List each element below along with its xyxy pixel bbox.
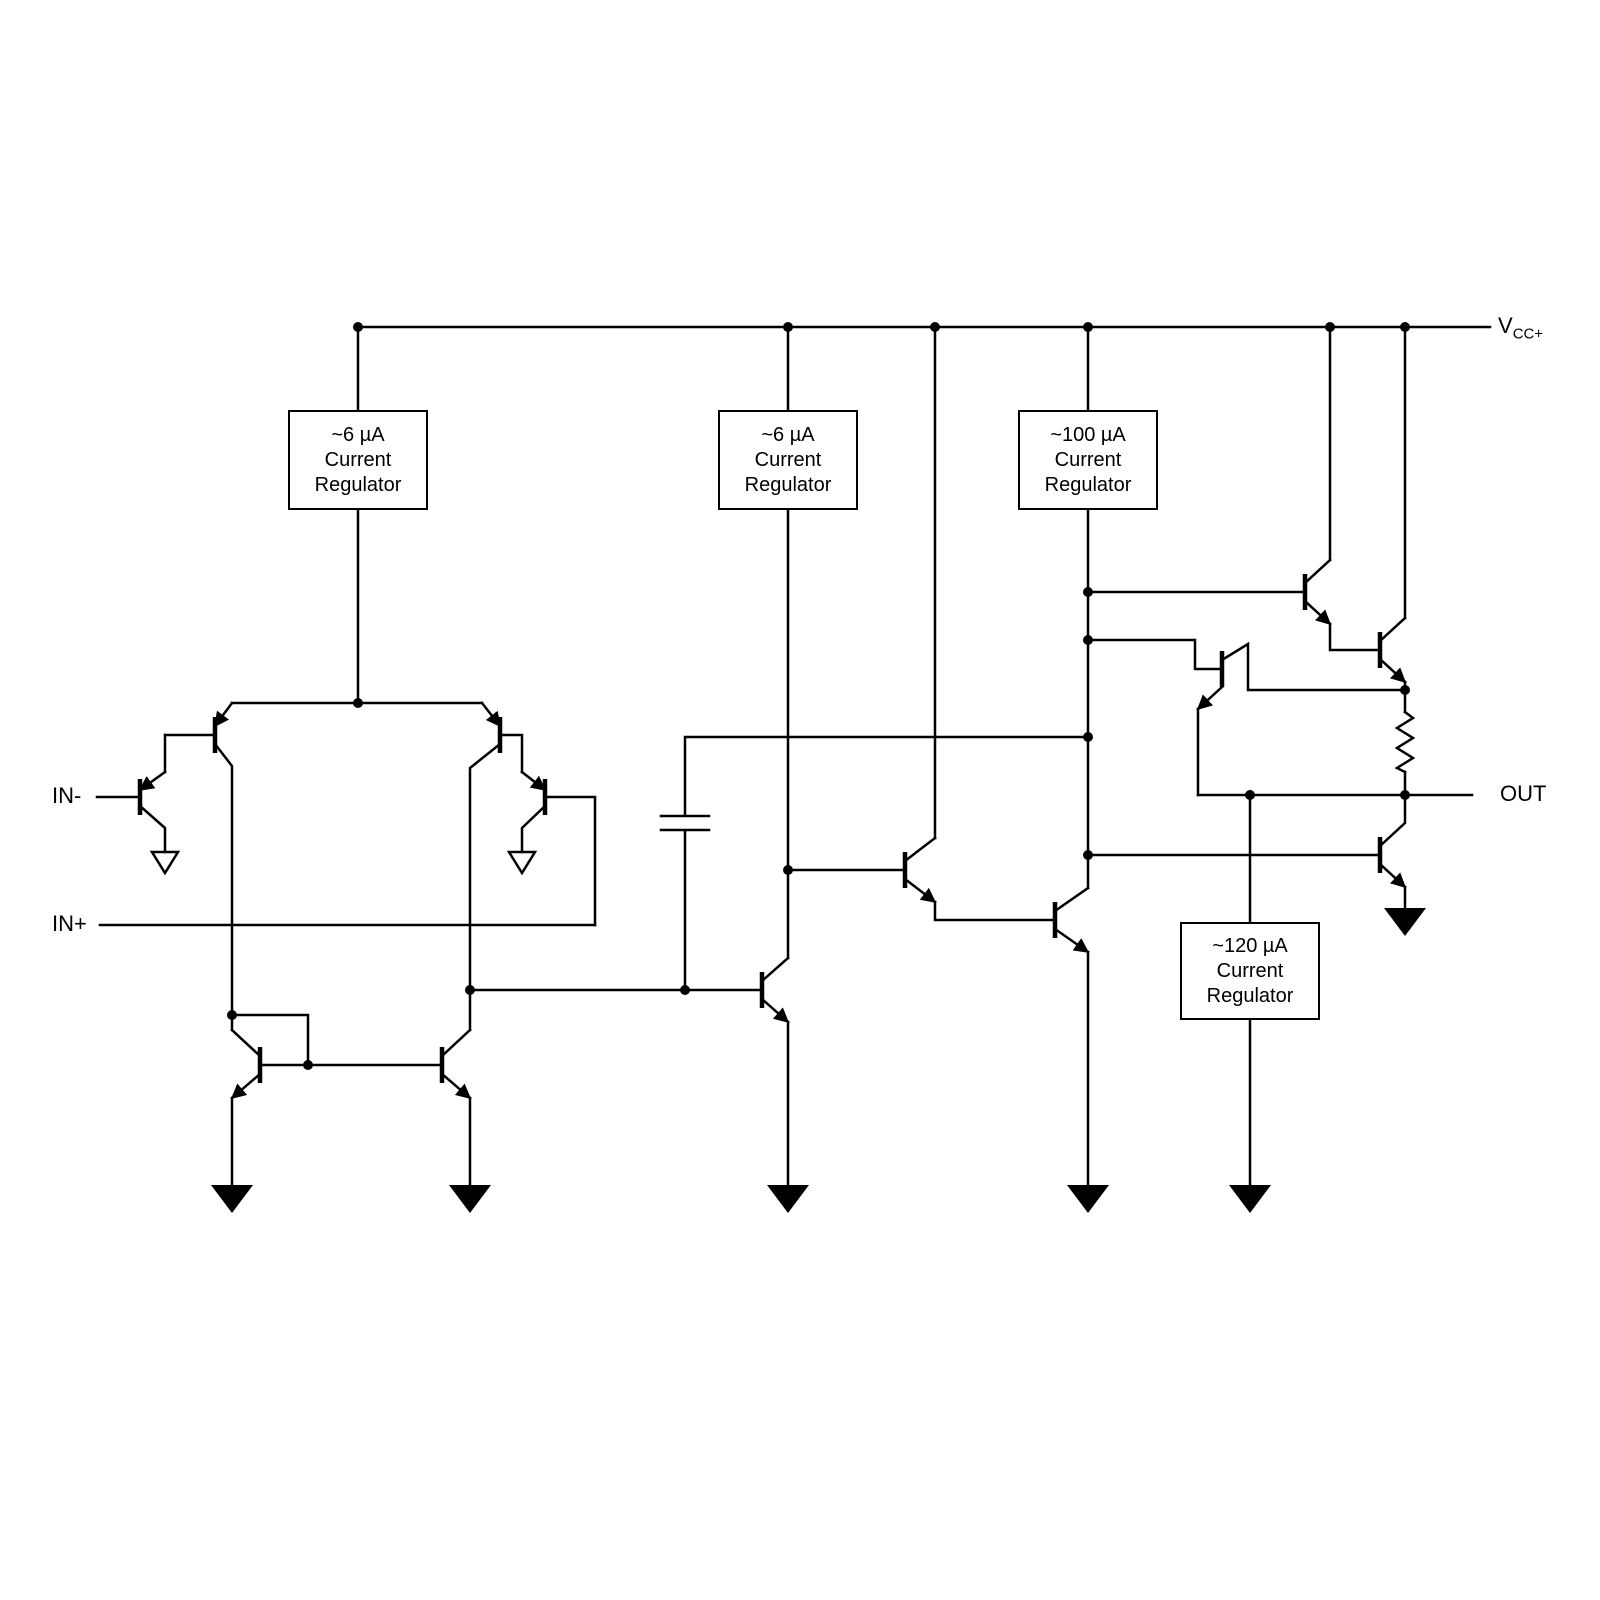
regulator-line: ~6 µA: [761, 423, 815, 446]
current-regulator-box-4: ~120 µA Current Regulator: [1180, 922, 1320, 1020]
regulator-line: Regulator: [314, 473, 402, 496]
open-ground-icon: [149, 850, 181, 876]
transistor-q7-npn: [1302, 558, 1382, 652]
junction-dots: [227, 322, 1410, 1070]
vcc-label-main: V: [1498, 313, 1513, 338]
regulator-line: Current: [1054, 448, 1122, 471]
current-mirror: [230, 1013, 472, 1187]
vcc-rail: [356, 325, 1492, 840]
transistor-q6-npn: [439, 1028, 472, 1187]
ground-arrows: [211, 908, 1426, 1213]
output-stage: [1086, 558, 1474, 910]
transistor-t4-npn: [759, 956, 790, 1187]
vcc-label: VCC+: [1498, 313, 1543, 342]
regulator-line: Regulator: [1044, 473, 1132, 496]
transistor-q9: [1196, 641, 1407, 797]
regulator-leads: [356, 508, 1252, 1187]
transistor-q2-pnp-in-plus: [506, 770, 597, 927]
transistor-q10-npn-output: [1377, 793, 1407, 910]
ground-arrow-icon: [1229, 1185, 1271, 1213]
transistor-q4-pnp: [468, 701, 524, 1032]
ground-arrow-icon: [1384, 908, 1426, 936]
compensation-capacitor: [659, 735, 1090, 992]
regulator-line: Current: [754, 448, 822, 471]
transistor-t5-npn: [902, 836, 1057, 922]
regulator-line: ~6 µA: [331, 423, 385, 446]
transistor-q5-npn: [230, 1028, 263, 1187]
gain-stage: [468, 836, 1090, 1187]
regulator-line: Current: [1216, 959, 1284, 982]
in-plus-label: IN+: [52, 911, 87, 936]
open-ground-icon: [506, 850, 538, 876]
transistor-q8-npn: [1377, 616, 1407, 714]
out-label: OUT: [1500, 781, 1547, 806]
ground-arrow-icon: [449, 1185, 491, 1213]
current-regulator-box-1: ~6 µA Current Regulator: [288, 410, 428, 510]
input-differential-stage: [95, 701, 597, 1032]
in-minus-label: IN-: [52, 783, 82, 808]
regulator-line: ~100 µA: [1050, 423, 1126, 446]
current-regulator-box-2: ~6 µA Current Regulator: [718, 410, 858, 510]
ground-arrow-icon: [767, 1185, 809, 1213]
ground-arrow-icon: [211, 1185, 253, 1213]
transistor-q1-pnp-in-minus: [95, 733, 181, 876]
transistor-t6-npn: [1052, 886, 1090, 1187]
vcc-label-sub: CC+: [1512, 325, 1544, 343]
regulator-line: Regulator: [1206, 984, 1294, 1007]
regulator-line: Current: [324, 448, 392, 471]
current-regulator-box-3: ~100 µA Current Regulator: [1018, 410, 1158, 510]
output-resistor: [1394, 710, 1416, 797]
regulator-line: ~120 µA: [1212, 934, 1288, 957]
transistor-q3-pnp: [163, 701, 234, 1032]
regulator-line: Regulator: [744, 473, 832, 496]
ground-arrow-icon: [1067, 1185, 1109, 1213]
